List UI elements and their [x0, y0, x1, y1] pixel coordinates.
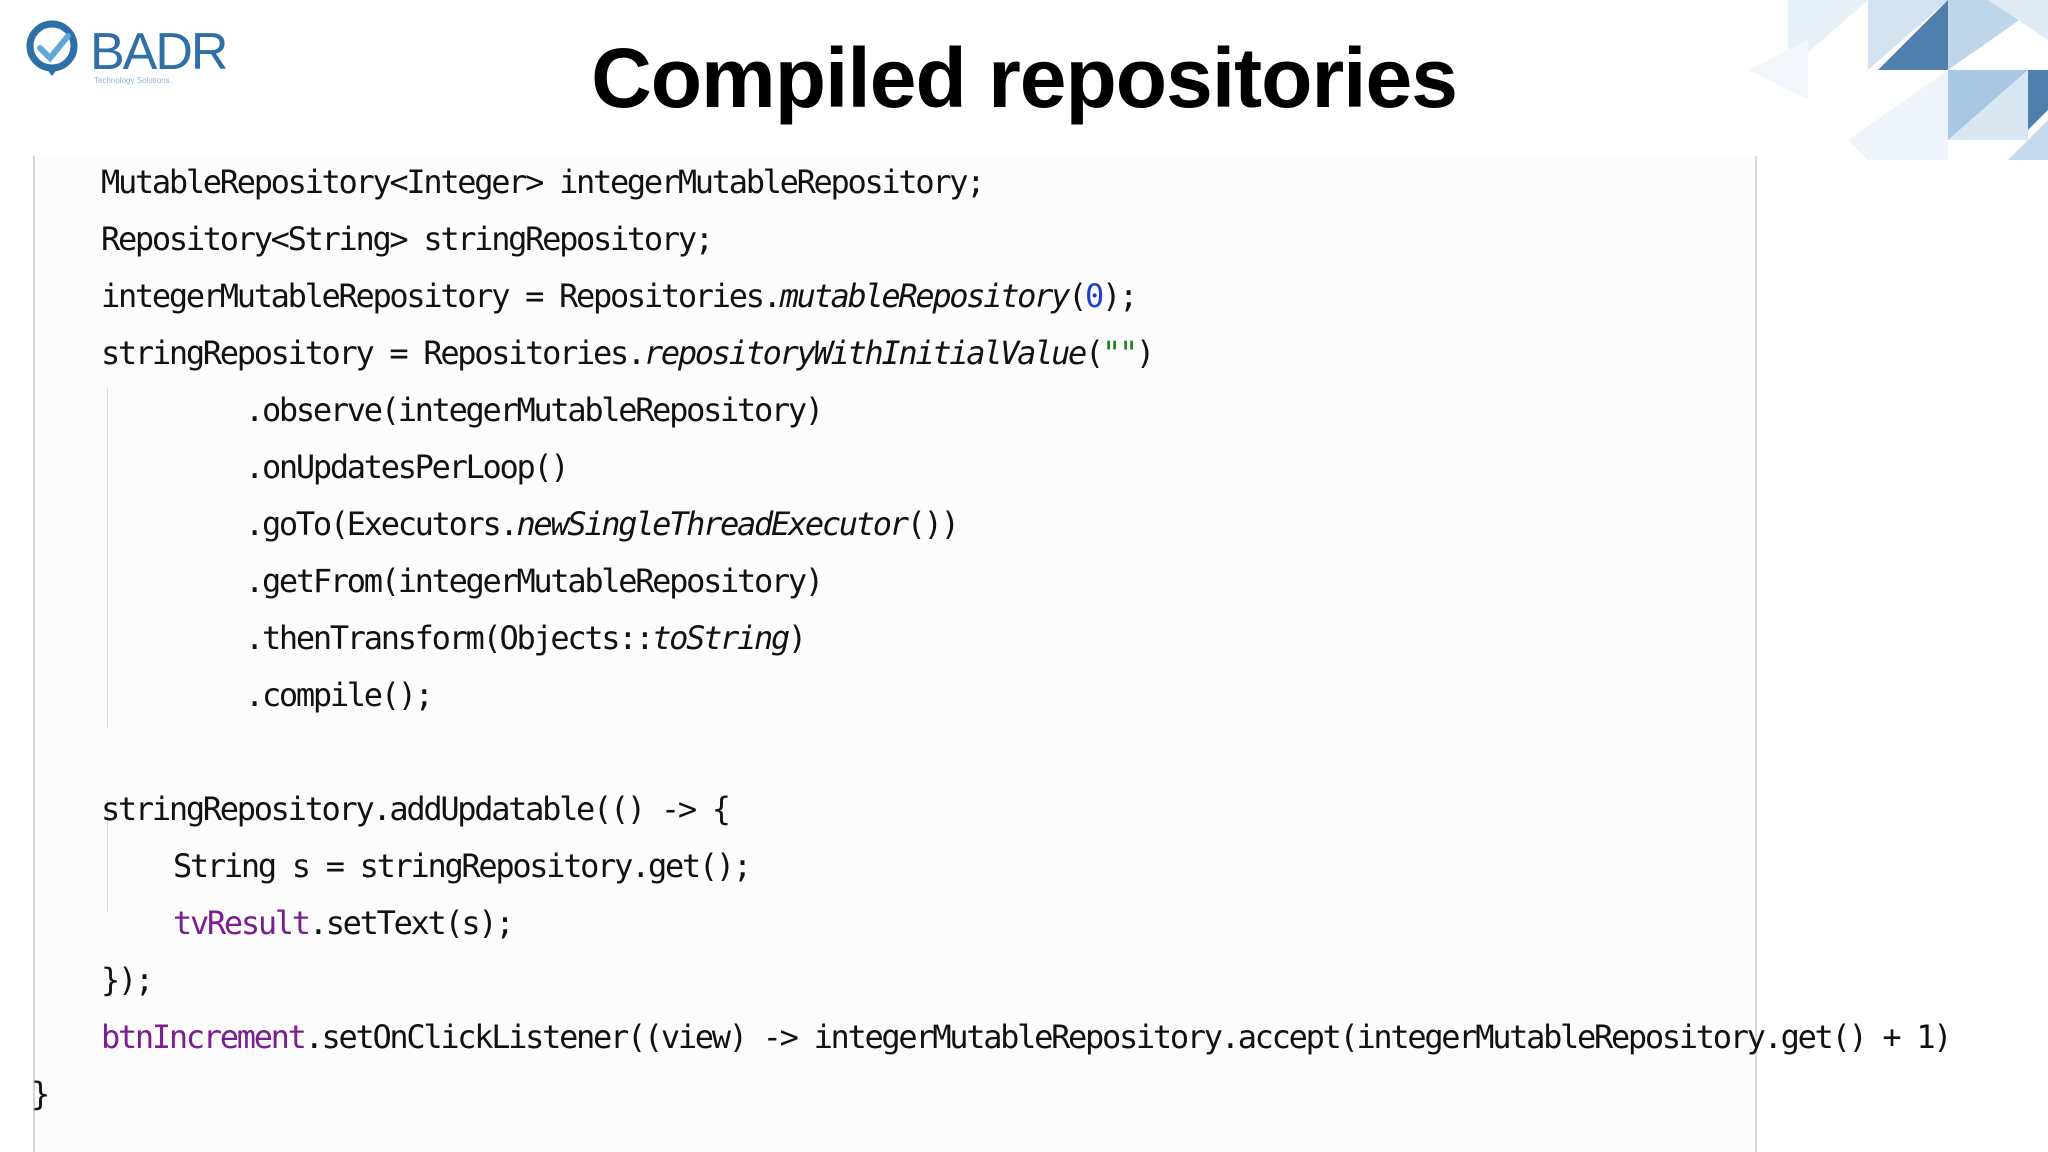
code-token: .observe(integerMutableRepository) — [245, 391, 824, 429]
code-line: stringRepository.addUpdatable(() -> { — [101, 789, 731, 829]
code-token: "" — [1101, 334, 1138, 372]
code-token: newSingleThreadExecutor — [516, 505, 909, 543]
code-token: .goTo(Executors. — [245, 505, 519, 543]
code-token: .setText(s); — [308, 904, 515, 942]
code-line: .goTo(Executors.newSingleThreadExecutor(… — [245, 504, 960, 544]
code-token: .setOnClickListener((view) -> integerMut… — [304, 1018, 1953, 1056]
code-token: ) — [787, 619, 807, 657]
code-token: .thenTransform(Objects:: — [245, 619, 654, 657]
code-panel: MutableRepository<Integer> integerMutabl… — [31, 156, 1953, 1152]
code-line: integerMutableRepository = Repositories.… — [101, 276, 1138, 316]
code-token: stringRepository.addUpdatable(() -> { — [101, 790, 731, 828]
logo-text: BADR — [90, 23, 228, 81]
code-token: Repository<String> stringRepository; — [101, 220, 714, 258]
logo-mark-icon — [26, 20, 78, 76]
slide-title: Compiled repositories — [591, 31, 1458, 125]
code-line: stringRepository = Repositories.reposito… — [101, 333, 1155, 373]
code-token: ) — [1135, 334, 1155, 372]
logo-subtext: Technology Solutions — [94, 76, 170, 85]
code-line: btnIncrement.setOnClickListener((view) -… — [101, 1017, 1953, 1057]
code-token: tvResult — [173, 904, 311, 942]
indent-guide — [107, 388, 108, 728]
code-token: .compile(); — [245, 676, 434, 714]
code-line: MutableRepository<Integer> integerMutabl… — [101, 162, 986, 202]
code-token: String s = stringRepository.get(); — [173, 847, 752, 885]
code-token: stringRepository = Repositories. — [101, 334, 646, 372]
code-token: .onUpdatesPerLoop() — [245, 448, 570, 486]
code-token: integerMutableRepository = Repositories. — [101, 277, 782, 315]
code-token: ( — [1068, 277, 1087, 315]
code-line: .compile(); — [245, 675, 434, 715]
code-token: repositoryWithInitialValue — [643, 334, 1087, 372]
code-token: ( — [1085, 334, 1104, 372]
code-line: }); — [101, 960, 154, 1000]
indent-guide — [107, 800, 108, 912]
code-line: .getFrom(integerMutableRepository) — [245, 561, 824, 601]
code-token: toString — [652, 619, 790, 657]
code-token: .getFrom(integerMutableRepository) — [245, 562, 824, 600]
code-token: 0 — [1085, 277, 1104, 315]
decorative-triangles-icon — [1748, 0, 2048, 160]
code-token: mutableRepository — [779, 277, 1071, 315]
code-line: Repository<String> stringRepository; — [101, 219, 714, 259]
code-token: ()) — [906, 505, 960, 543]
code-line: String s = stringRepository.get(); — [173, 846, 752, 886]
code-line: .observe(integerMutableRepository) — [245, 390, 824, 430]
code-token: } — [31, 1075, 50, 1113]
code-line: .onUpdatesPerLoop() — [245, 447, 570, 487]
code-token: ); — [1102, 277, 1138, 315]
code-line: } — [31, 1074, 50, 1114]
code-token: }); — [101, 961, 154, 999]
code-line: .thenTransform(Objects::toString) — [245, 618, 807, 658]
code-token: MutableRepository<Integer> integerMutabl… — [101, 163, 986, 201]
code-token: btnIncrement — [101, 1018, 307, 1056]
badr-logo: BADR Technology Solutions — [24, 14, 228, 88]
code-line: tvResult.setText(s); — [173, 903, 515, 943]
